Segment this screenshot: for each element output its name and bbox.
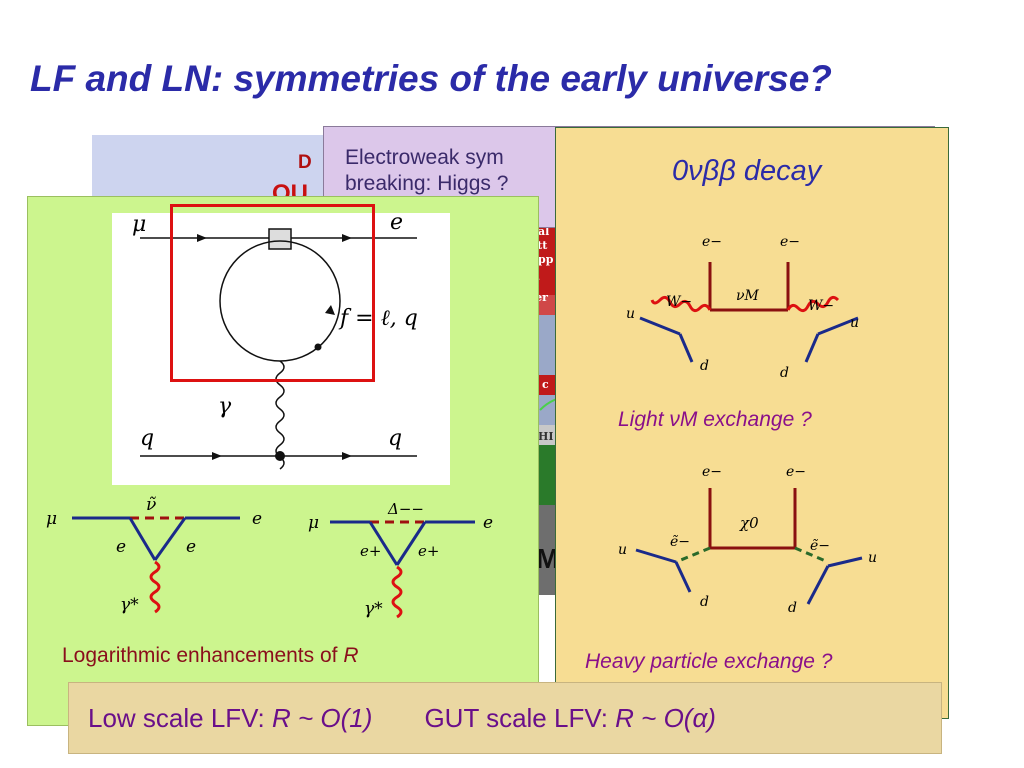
heavy-d1: d xyxy=(700,594,709,610)
heavy-exchange-diagram: e− e− χ0 ẽ− ẽ− u u d d xyxy=(618,464,877,616)
heavy-exchange-caption: Heavy particle exchange ? xyxy=(585,650,833,673)
loop-f-label: f = ℓ, q xyxy=(338,306,418,331)
low-scale-value: R ~ O(1) xyxy=(272,703,373,733)
caption-text: Logarithmic enhancements of xyxy=(62,644,344,667)
loop-e-label: e xyxy=(390,213,403,235)
double-beta-title: 0νββ decay xyxy=(672,155,822,187)
bottom-summary-box xyxy=(68,682,942,754)
bottom-summary-text: Low scale LFV: R ~ O(1) GUT scale LFV: R … xyxy=(88,703,716,734)
green-panel-caption: Logarithmic enhancements of R xyxy=(62,644,359,668)
gut-scale-label: GUT scale LFV: xyxy=(424,703,616,733)
heavy-chi: χ0 xyxy=(739,514,759,532)
right-vertex-delta: Δ−− xyxy=(387,500,424,518)
loop-mu-label: μ xyxy=(132,213,146,237)
left-vertex-gamma-star: γ* xyxy=(120,595,139,615)
vertex-diagrams: μ e ν̃ e e γ* μ e Δ−− e+ e+ γ* xyxy=(46,495,493,619)
right-vertex-e-plus-right: e+ xyxy=(418,542,439,560)
background-fragment-m: M xyxy=(536,543,560,574)
bg-side-label-6: c xyxy=(542,378,549,391)
light-exchange-caption: Light νM exchange ? xyxy=(618,408,812,431)
heavy-etilde2: ẽ− xyxy=(810,538,830,554)
electroweak-text: Electroweak sym breaking: Higgs ? xyxy=(345,145,575,197)
loop-q-left-label: q xyxy=(140,426,154,451)
light-exchange-diagram: e− e− W− W− νM u u d d xyxy=(626,234,859,381)
electroweak-line-1: Electroweak sym xyxy=(345,146,504,169)
loop-gamma-label: γ xyxy=(218,394,232,419)
low-scale-label: Low scale LFV: xyxy=(88,703,273,733)
loop-diagram: μ e f = ℓ, q γ q q xyxy=(112,210,450,485)
left-vertex-mu: μ xyxy=(46,509,57,529)
light-d1: d xyxy=(700,358,709,374)
heavy-e1: e− xyxy=(702,464,722,480)
heavy-e2: e− xyxy=(786,464,806,480)
left-vertex-e-right: e xyxy=(186,537,196,557)
gut-scale-value: R ~ O(α) xyxy=(615,703,716,733)
light-w1: W− xyxy=(666,294,692,310)
heavy-u2: u xyxy=(868,550,877,566)
left-vertex-e-left: e xyxy=(116,537,126,557)
highlight-rectangle xyxy=(170,204,375,382)
left-vertex-nu-tilde: ν̃ xyxy=(146,495,156,515)
light-u2: u xyxy=(850,315,859,331)
light-w2: W− xyxy=(808,298,834,314)
heavy-d2: d xyxy=(788,600,797,616)
slide-title: LF and LN: symmetries of the early unive… xyxy=(30,58,832,99)
heavy-u1: u xyxy=(618,542,627,558)
light-d2: d xyxy=(780,365,789,381)
heavy-etilde1: ẽ− xyxy=(670,534,690,550)
right-vertex-gamma-star: γ* xyxy=(364,599,383,619)
light-nu-m: νM xyxy=(736,288,760,304)
light-e2: e− xyxy=(780,234,800,250)
right-vertex-e-out: e xyxy=(483,513,493,533)
yellow-panel xyxy=(555,127,949,719)
light-e1: e− xyxy=(702,234,722,250)
caption-variable: R xyxy=(343,644,359,667)
bg-side-label-7: HI xyxy=(538,430,554,443)
left-vertex-e-out: e xyxy=(252,509,262,529)
right-vertex-mu: μ xyxy=(308,513,319,533)
right-vertex-e-plus-left: e+ xyxy=(360,542,381,560)
light-u1: u xyxy=(626,306,635,322)
background-fragment-d: D xyxy=(298,152,312,173)
electroweak-line-2: breaking: Higgs ? xyxy=(345,172,509,195)
loop-q-right-label: q xyxy=(388,426,402,451)
